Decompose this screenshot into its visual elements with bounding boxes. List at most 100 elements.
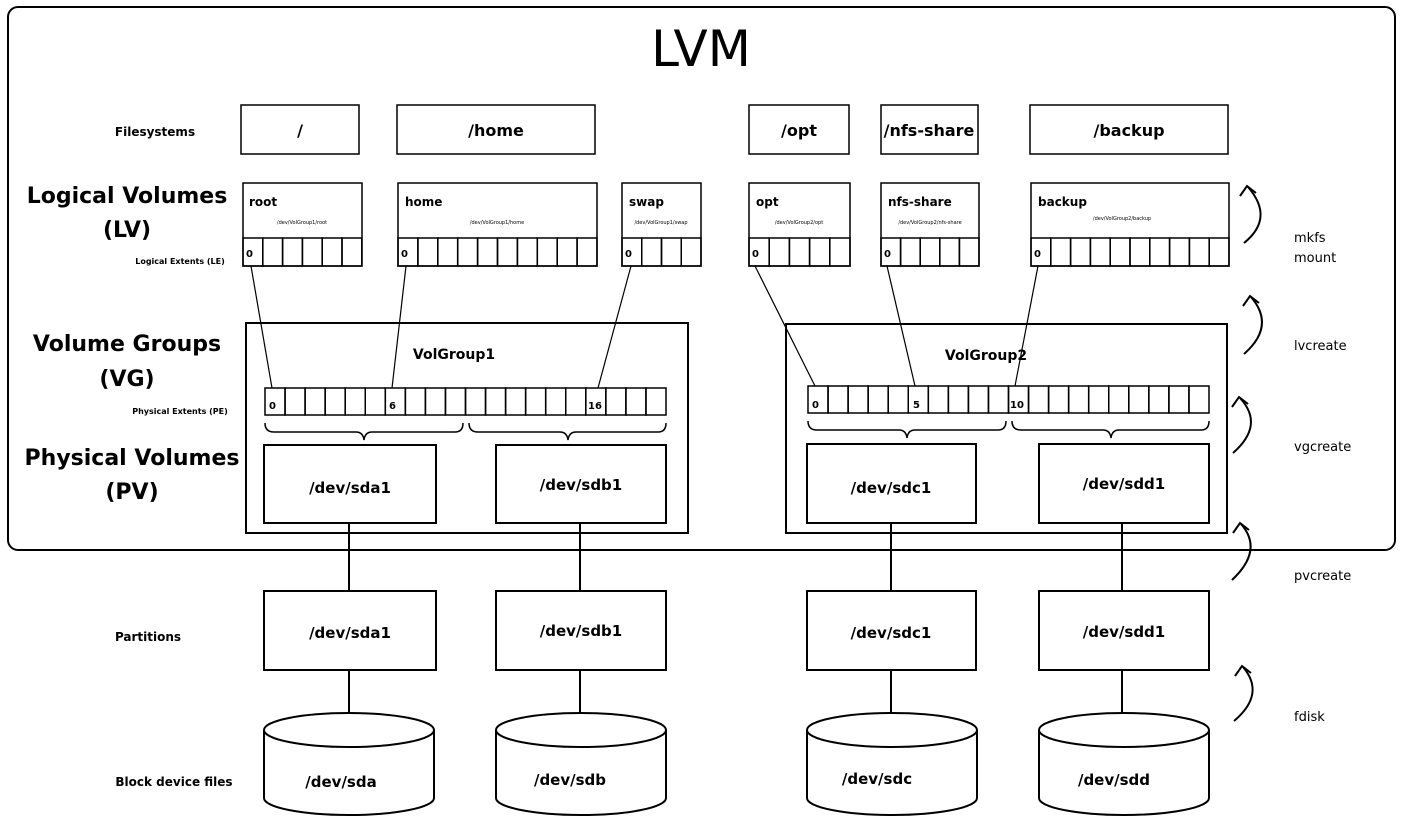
filesystem-label: / [297,121,303,140]
volgroup-name: VolGroup2 [945,348,1027,364]
disk-cylinder [495,712,667,816]
logical-extent-cell [958,237,980,267]
extent-mapping-line [391,265,407,389]
physical-extent-cell [1148,385,1170,414]
physical-extent-cell [867,385,889,414]
pv-label: /dev/sdc1 [851,479,932,497]
physical-extent-cell [504,387,527,416]
logical-extent-cell [1208,237,1230,267]
physical-extent-cell [1087,385,1110,414]
curved-arrow-icon [1231,521,1252,581]
command-vgcreate: vgcreate [1294,440,1351,455]
lv-name: root [249,195,277,209]
disk-cylinder [263,712,435,816]
lv-name: nfs-share [888,195,952,209]
lv-path: /dev/VolGroup2/nfs-share [898,220,961,226]
lv-name: backup [1038,195,1087,209]
physical-extent-cell [544,387,567,416]
pv-label: /dev/sdb1 [540,476,623,494]
logical-extent-cell [829,237,851,267]
pv-box [263,444,437,524]
block-device-label: /dev/sda [305,773,376,791]
lvm-frame [7,6,1396,551]
partition-label: /dev/sdc1 [851,624,932,642]
pe-index: 6 [389,401,396,412]
block-devices-label: Block device files [115,775,232,789]
extent-mapping-line [754,265,816,387]
physical-extent-cell [927,385,950,414]
partition-label: /dev/sdb1 [540,622,623,640]
physical-extent-cell [424,387,447,416]
command-pvcreate: pvcreate [1294,569,1351,584]
partition-box [1038,590,1210,671]
pv-label-line2: (PV) [105,480,158,505]
volgroup-name: VolGroup1 [413,347,495,363]
lv-name: home [405,195,442,209]
partition-box [806,590,977,671]
physical-extent-cell [484,387,507,416]
physical-extent-cell [565,387,587,416]
logical-extent-cell [680,237,702,267]
curved-arrow-icon [1239,184,1262,244]
physical-extent-cell [1108,385,1130,414]
curved-arrow-icon [1242,294,1263,355]
physical-extent-cell [887,385,910,414]
lv-path: /dev/VolGroup1/swap [634,220,687,226]
pv-label-line1: Physical Volumes [25,446,240,471]
pe-index: 10 [1010,400,1024,411]
le-index: 0 [246,249,253,260]
pe-label: Physical Extents (PE) [132,407,228,416]
physical-extent-cell [625,387,647,416]
physical-extent-cell [1067,385,1090,414]
partitions-label: Partitions [115,630,181,644]
le-index: 0 [401,249,408,260]
command-lvcreate: lvcreate [1294,339,1347,354]
physical-extent-cell [1128,385,1150,414]
brace [807,420,1007,439]
block-device-label: /dev/sdb [534,771,606,789]
diagram-title: LVM [651,20,751,78]
brace [1011,420,1210,439]
pv-label: /dev/sda1 [309,479,391,497]
filesystem-box [880,104,979,155]
filesystem-label: /home [468,121,524,140]
partition-box [263,590,437,671]
le-index: 0 [1034,249,1041,260]
lv-label-line1: Logical Volumes [27,184,228,209]
pe-index: 0 [812,400,819,411]
vg-label-line2: (VG) [99,367,154,392]
command-mount: mount [1294,251,1336,266]
le-label: Logical Extents (LE) [135,257,225,266]
pe-index: 0 [269,401,276,412]
physical-extent-cell [404,387,427,416]
pv-box [495,444,667,524]
physical-extent-cell [827,385,849,414]
block-device-label: /dev/sdc [842,770,912,788]
pe-index: 5 [913,400,920,411]
physical-extent-cell [464,387,487,416]
lv-path: /dev/VolGroup1/root [277,220,327,226]
physical-extent-cell [1188,385,1210,414]
partition-label: /dev/sda1 [309,624,391,642]
physical-extent-cell [987,385,1010,414]
partition-box [495,590,667,671]
brace [264,422,464,441]
volgroup-box [245,322,689,534]
filesystem-label: /backup [1093,121,1164,140]
extent-mapping-line [597,265,632,389]
physical-extent-cell [364,387,387,416]
disk-cylinder [806,712,978,816]
physical-extent-cell [324,387,346,416]
physical-extent-cell [524,387,547,416]
lv-path: /dev/VolGroup2/opt [775,220,823,226]
partition-label: /dev/sdd1 [1083,623,1166,641]
filesystem-box [240,104,360,155]
logical-extent-cell [576,237,598,267]
physical-extent-cell [947,385,970,414]
vg-label-line1: Volume Groups [33,332,221,357]
lv-path: /dev/VolGroup1/home [470,220,524,226]
volgroup-box [785,323,1228,534]
lv-path: /dev/VolGroup2/backup [1093,216,1151,222]
extent-mapping-line [886,265,916,387]
